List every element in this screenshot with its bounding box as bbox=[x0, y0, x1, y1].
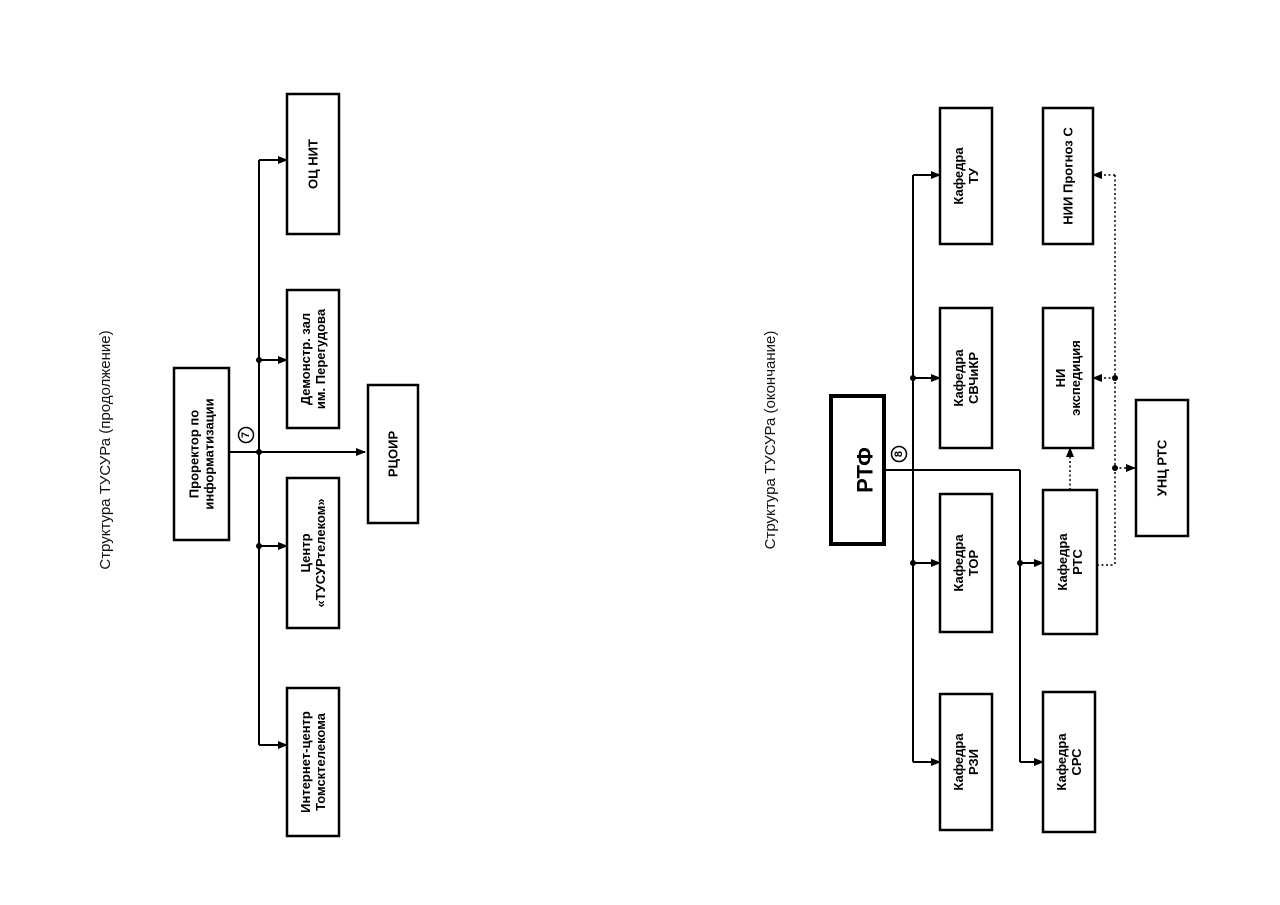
box-label-line: ТОР bbox=[966, 549, 981, 576]
diagram-continuation: Структура ТУСУРа (продолжение) 7 Прорект… bbox=[97, 92, 420, 838]
box-dept-rzi: КафедраРЗИ bbox=[938, 692, 994, 832]
box-label-line: РЗИ bbox=[966, 749, 981, 775]
junction-dot bbox=[910, 560, 916, 566]
box-dept-rts-label: КафедраРТС bbox=[1055, 533, 1085, 591]
box-rtf: РТФ bbox=[829, 394, 886, 546]
box-label-line: Центр bbox=[298, 533, 313, 572]
box-ni-expedition: НИэкспедиция bbox=[1041, 306, 1095, 450]
section-marker-7: 7 bbox=[237, 426, 255, 444]
junction-dot bbox=[256, 357, 262, 363]
box-dept-srs: КафедраСРС bbox=[1041, 690, 1097, 834]
box-demo-hall: Демонстр. залим. Перегудова bbox=[285, 288, 341, 430]
junction-dot bbox=[1112, 465, 1118, 471]
box-label-line: Кафедра bbox=[951, 349, 966, 407]
box-label-line: НИ bbox=[1053, 369, 1068, 388]
box-label-line: Кафедра bbox=[951, 733, 966, 791]
dashed-connectors bbox=[1066, 171, 1136, 566]
box-dept-rzi-label: КафедраРЗИ bbox=[951, 733, 981, 791]
box-center-label: Центр«ТУСУРтелеком» bbox=[298, 498, 328, 607]
box-internet-center: Интернет-центрТомсктелекома bbox=[285, 686, 341, 838]
box-prorector-label: Проректор поинформатизации bbox=[187, 398, 217, 509]
box-unc-rts: УНЦ РТС bbox=[1134, 398, 1190, 538]
junction-dot bbox=[910, 375, 916, 381]
box-label-line: СРС bbox=[1069, 748, 1084, 776]
box-dept-tor-label: КафедраТОР bbox=[951, 534, 981, 592]
connectors bbox=[884, 171, 1044, 766]
svg-text:7: 7 bbox=[240, 432, 252, 438]
diagram-title: Структура ТУСУРа (окончание) bbox=[762, 331, 779, 550]
box-nii-prognoz-label: НИИ Прогноз С bbox=[1061, 127, 1076, 225]
box-nii-prognoz: НИИ Прогноз С bbox=[1041, 106, 1095, 246]
box-ni-expedition-label: НИэкспедиция bbox=[1053, 340, 1083, 416]
box-demo-label: Демонстр. залим. Перегудова bbox=[298, 308, 328, 409]
box-label-line: УНЦ РТС bbox=[1155, 439, 1170, 496]
box-dept-srs-label: КафедраСРС bbox=[1054, 733, 1084, 791]
box-dept-svchkr-label: КафедраСВЧиКР bbox=[951, 349, 981, 407]
box-label-line: Кафедра bbox=[1055, 533, 1070, 591]
box-ocnit: ОЦ НИТ bbox=[285, 92, 341, 236]
junction-dots bbox=[256, 357, 262, 549]
box-label-line: «ТУСУРтелеком» bbox=[313, 498, 328, 607]
box-dept-tor: КафедраТОР bbox=[938, 492, 994, 634]
box-dept-rts: КафедраРТС bbox=[1041, 488, 1099, 636]
box-dept-svchkr: КафедраСВЧиКР bbox=[938, 306, 994, 450]
box-label-line: СВЧиКР bbox=[966, 352, 981, 404]
box-label-line: Кафедра bbox=[951, 147, 966, 205]
box-unc-rts-label: УНЦ РТС bbox=[1155, 439, 1170, 496]
box-label-line: Демонстр. зал bbox=[298, 313, 313, 405]
box-label-line: РЦОИР bbox=[386, 431, 401, 478]
junction-dot bbox=[256, 543, 262, 549]
box-prorector: Проректор поинформатизации bbox=[172, 366, 231, 542]
box-label-line: Интернет-центр bbox=[298, 711, 313, 813]
box-label-line: РТФ bbox=[853, 447, 878, 493]
box-label-line: Кафедра bbox=[951, 534, 966, 592]
junction-dot bbox=[256, 449, 262, 455]
box-label-line: им. Перегудова bbox=[313, 308, 328, 409]
box-dept-tu: КафедраТУ bbox=[938, 106, 994, 246]
box-ocnit-label: ОЦ НИТ bbox=[306, 139, 321, 189]
box-label-line: информатизации bbox=[202, 398, 217, 509]
box-rcoir-label: РЦОИР bbox=[386, 431, 401, 478]
box-internet-center-label: Интернет-центрТомсктелекома bbox=[298, 711, 328, 813]
box-label-line: РТС bbox=[1070, 548, 1085, 574]
junction-dot bbox=[1017, 560, 1023, 566]
svg-text:8: 8 bbox=[893, 451, 905, 457]
connectors bbox=[229, 156, 366, 749]
junction-dots bbox=[910, 375, 1118, 566]
box-label-line: Томсктелекома bbox=[313, 712, 328, 811]
box-label-line: ТУ bbox=[966, 167, 981, 184]
section-marker-8: 8 bbox=[890, 445, 908, 463]
box-label-line: Кафедра bbox=[1054, 733, 1069, 791]
diagram-title: Структура ТУСУРа (продолжение) bbox=[97, 330, 114, 569]
box-rcoir: РЦОИР bbox=[366, 383, 420, 525]
box-center-tusurtelecom: Центр«ТУСУРтелеком» bbox=[285, 476, 341, 630]
junction-dot bbox=[1112, 375, 1118, 381]
box-label-line: НИИ Прогноз С bbox=[1061, 127, 1076, 225]
box-rtf-label: РТФ bbox=[853, 447, 878, 493]
box-dept-tu-label: КафедраТУ bbox=[951, 147, 981, 205]
box-label-line: экспедиция bbox=[1068, 340, 1083, 416]
diagram-ending: Структура ТУСУРа (окончание) bbox=[762, 106, 1190, 834]
box-label-line: ОЦ НИТ bbox=[306, 139, 321, 189]
box-label-line: Проректор по bbox=[187, 410, 202, 498]
